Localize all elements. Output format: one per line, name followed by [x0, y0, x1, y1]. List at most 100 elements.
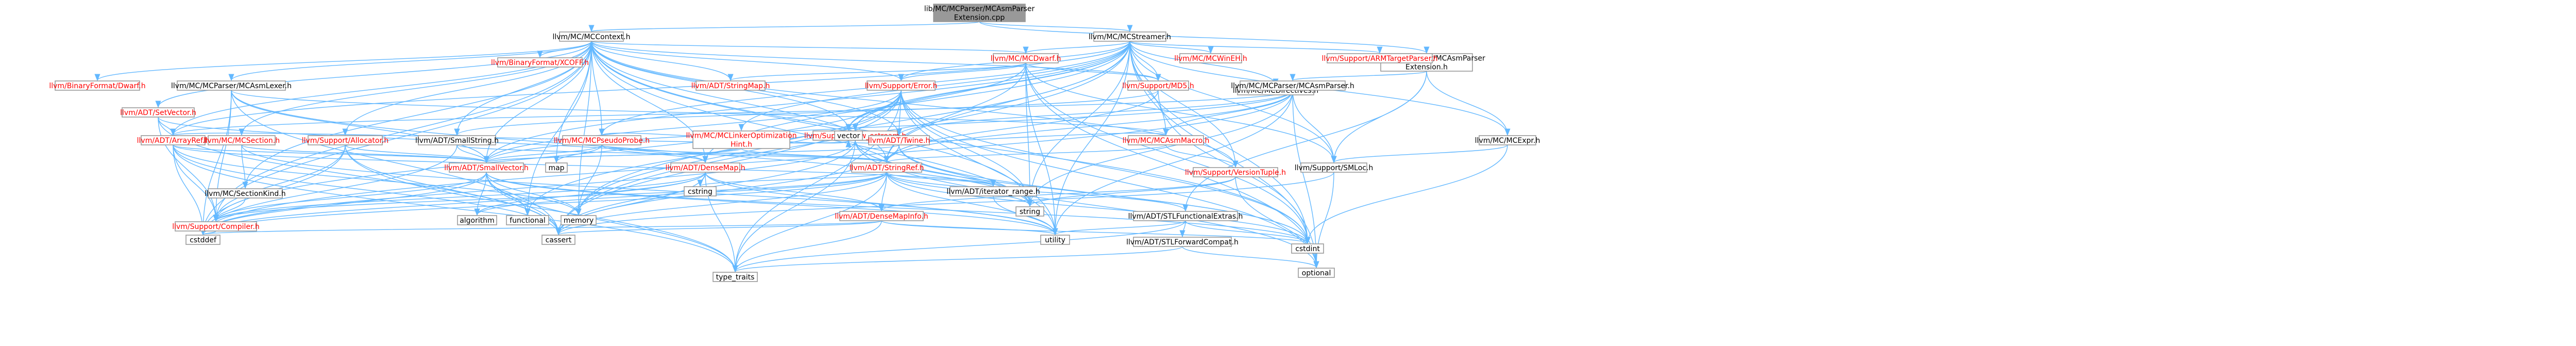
node-adt_smallvector[interactable]: llvm/ADT/SmallVector.h	[444, 162, 529, 173]
node-pseudoprobe[interactable]: llvm/MC/MCPseudoProbe.h	[554, 135, 650, 145]
node-support_allocator[interactable]: llvm/Support/Allocator.h	[302, 135, 389, 145]
node-box-cassert	[541, 235, 575, 245]
node-mc_wineh[interactable]: llvm/MC/MCWinEH.h	[1174, 53, 1247, 63]
node-box-functional	[506, 215, 549, 225]
node-versiontuple[interactable]: llvm/Support/VersionTuple.h	[1185, 167, 1286, 177]
edge-mc_dwarf-to-cstdint	[1025, 62, 1311, 244]
node-iterator_range[interactable]: llvm/ADT/iterator_range.h	[946, 186, 1040, 196]
node-asmlexer[interactable]: llvm/MC/MCParser/MCAsmLexer.h	[171, 80, 292, 91]
node-label-asmparser: llvm/MC/MCParser/MCAsmParser.h	[1231, 82, 1354, 90]
node-streamer[interactable]: llvm/MC/MCStreamer.h	[1089, 31, 1171, 42]
edge-stlfunctional-to-cstdint	[1185, 220, 1311, 244]
edge-adt_densemap-to-cstddef	[200, 172, 706, 236]
node-adt_stringref[interactable]: llvm/ADT/StringRef.h	[850, 162, 924, 173]
edge-support_md5-to-adt_smallstring	[454, 90, 1159, 136]
node-compiler[interactable]: llvm/Support/Compiler.h	[172, 221, 260, 232]
node-mc_section[interactable]: llvm/MC/MCSection.h	[204, 135, 280, 145]
node-context[interactable]: llvm/MC/MCContext.h	[552, 31, 631, 42]
node-box-cstddef	[185, 235, 221, 245]
edge-raw_ostream-to-type_traits	[732, 140, 856, 273]
node-support_armtarget[interactable]: llvm/Support/ARMTargetParser.h	[1321, 53, 1438, 63]
node-adt_smallstring[interactable]: llvm/ADT/SmallString.h	[415, 135, 499, 145]
edge-context-to-adt_stringmap	[591, 41, 734, 81]
node-label-functional: functional	[510, 217, 546, 225]
node-box-support_error	[867, 80, 936, 91]
node-adt_arrayref[interactable]: llvm/ADT/ArrayRef.h	[137, 135, 210, 145]
edge-asmparserext-to-asmparser	[1290, 71, 1427, 81]
node-stlforward[interactable]: llvm/ADT/STLForwardCompat.h	[1126, 237, 1239, 247]
node-binaryformat_xcoff[interactable]: llvm/BinaryFormat/XCOFF.h	[491, 57, 589, 68]
node-densemapinfo[interactable]: llvm/ADT/DenseMapInfo.h	[835, 211, 928, 221]
edge-mc_dwarf-to-support_md5	[1025, 62, 1161, 81]
edge-support_allocator-to-compiler	[213, 144, 346, 222]
edge-support_error-to-type_traits	[732, 90, 902, 273]
edge-stlfunctional-to-type_traits	[732, 220, 1186, 273]
edge-context-to-functional	[524, 41, 592, 216]
node-box-iterator_range	[950, 186, 1037, 196]
edge-adt_stringref-to-compiler	[213, 172, 887, 222]
node-label-binaryformat_xcoff: llvm/BinaryFormat/XCOFF.h	[491, 59, 589, 67]
edge-context-to-adt_setvector	[155, 41, 592, 108]
edge-raw_ostream-to-cstddef	[200, 140, 856, 236]
node-label-mc_section: llvm/MC/MCSection.h	[204, 137, 280, 145]
edge-mc_dwarf-to-adt_stringmap	[727, 62, 1026, 81]
node-stlfunctional[interactable]: llvm/ADT/STLFunctionalExtras.h	[1128, 211, 1243, 221]
node-label-mc_dwarf: llvm/MC/MCDwarf.h	[991, 55, 1061, 63]
node-label-memory: memory	[564, 217, 594, 225]
node-asmmacro[interactable]: llvm/MC/MCAsmMacro.h	[1123, 135, 1210, 145]
edge-linkerhint-to-adt_stringref	[741, 148, 890, 163]
node-box-binaryformat_dwarf	[55, 80, 140, 91]
edge-asmlexer-to-string	[231, 90, 1033, 207]
edge-adt_densemap-to-utility	[705, 172, 1058, 236]
edge-support_md5-to-adt_stringref	[884, 90, 1159, 163]
node-support_md5[interactable]: llvm/Support/MD5.h	[1122, 80, 1194, 91]
node-label-versiontuple: llvm/Support/VersionTuple.h	[1185, 169, 1286, 177]
edge-adt_stringref-to-algorithm	[474, 172, 887, 216]
node-label-cstddef: cstddef	[190, 236, 217, 244]
node-adt_stringmap[interactable]: llvm/ADT/StringMap.h	[691, 80, 770, 91]
node-smloc[interactable]: llvm/Support/SMLoc.h	[1295, 162, 1374, 173]
node-box-mc_dwarf	[993, 53, 1059, 63]
edge-asmparser-to-adt_smallvector	[483, 90, 1293, 163]
node-box-support_md5	[1127, 80, 1189, 91]
node-box-compiler	[175, 221, 257, 232]
node-label-streamer: llvm/MC/MCStreamer.h	[1089, 33, 1171, 41]
node-box-adt_smallvector	[449, 162, 524, 173]
edge-adt_smallvector-to-memory	[486, 172, 582, 216]
edge-adt_densemap-to-compiler	[213, 172, 706, 222]
node-support_error[interactable]: llvm/Support/Error.h	[865, 80, 938, 91]
node-label-support_allocator: llvm/Support/Allocator.h	[302, 137, 389, 145]
edge-versiontuple-to-densemapinfo	[878, 176, 1236, 212]
node-adt_setvector[interactable]: llvm/ADT/SetVector.h	[120, 107, 196, 118]
node-label-context: llvm/MC/MCContext.h	[552, 33, 630, 41]
node-sectionkind[interactable]: llvm/MC/SectionKind.h	[205, 188, 286, 199]
edge-adt_stringref-to-iterator_range	[886, 172, 996, 187]
node-adt_twine[interactable]: llvm/ADT/Twine.h	[868, 135, 930, 145]
edge-streamer-to-adt_arrayref	[170, 41, 1130, 136]
edge-asmmacro-to-vector	[845, 133, 1166, 147]
node-binaryformat_dwarf[interactable]: llvm/BinaryFormat/Dwarf.h	[49, 80, 146, 91]
edge-asmparserext-to-mc_expr	[1426, 71, 1511, 136]
node-label-adt_arrayref: llvm/ADT/ArrayRef.h	[137, 137, 210, 145]
edge-mc_section-to-sectionkind	[241, 144, 248, 189]
edge-support_error-to-utility	[901, 90, 1058, 236]
node-mc_expr[interactable]: llvm/MC/MCExpr.h	[1475, 135, 1540, 145]
node-mc_dwarf[interactable]: llvm/MC/MCDwarf.h	[991, 53, 1061, 63]
edge-adt_twine-to-adt_smallvector	[484, 144, 900, 163]
edge-asmmacro-to-versiontuple	[1165, 144, 1239, 168]
edge-asmparser-to-cstddef	[200, 90, 1293, 236]
edge-asmparser-to-adt_twine	[896, 90, 1293, 136]
edge-asmlexer-to-cassert	[231, 90, 562, 236]
node-box-support_armtarget	[1327, 53, 1433, 63]
edge-mc_dwarf-to-string	[1025, 62, 1033, 207]
node-label-iterator_range: llvm/ADT/iterator_range.h	[946, 188, 1040, 196]
node-label-adt_twine: llvm/ADT/Twine.h	[868, 137, 930, 145]
edge-context-to-mc_section	[239, 41, 592, 136]
node-asmparser[interactable]: llvm/MC/MCParser/MCAsmParser.h	[1231, 80, 1354, 91]
node-box-mc_section	[208, 135, 276, 145]
node-label-mc_wineh: llvm/MC/MCWinEH.h	[1174, 55, 1247, 63]
node-adt_densemap[interactable]: llvm/ADT/DenseMap.h	[665, 162, 745, 173]
